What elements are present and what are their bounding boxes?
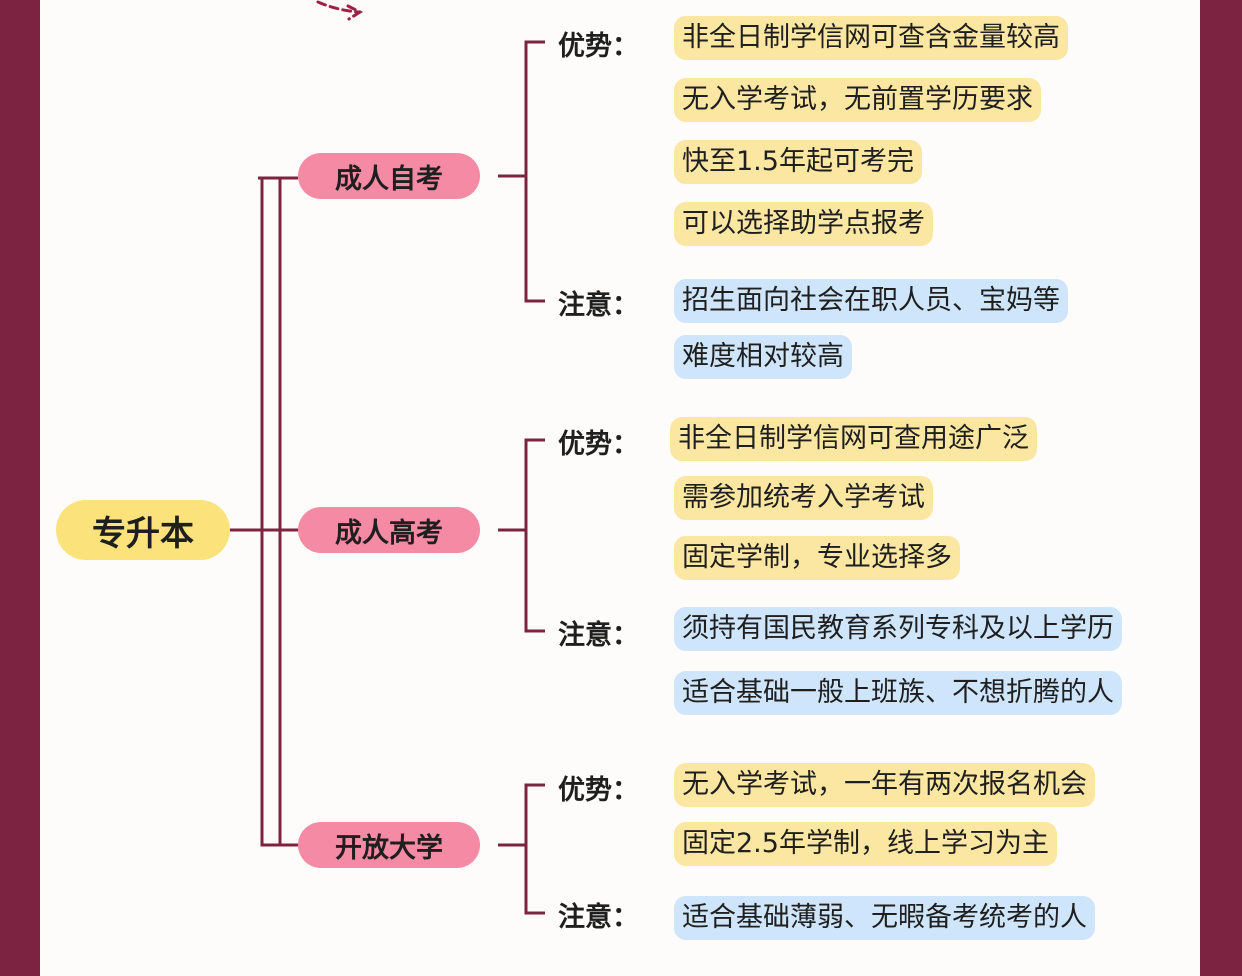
advantage-label: 优势： bbox=[558, 775, 639, 806]
branch3-bracket bbox=[524, 783, 545, 915]
note-item: 招生面向社会在职人员、宝妈等 bbox=[674, 279, 1068, 323]
branch-node-adult-exam: 成人高考 bbox=[298, 507, 480, 553]
advantage-item: 非全日制学信网可查含金量较高 bbox=[674, 16, 1068, 60]
note-label: 注意： bbox=[558, 620, 639, 651]
note-item: 适合基础一般上班族、不想折腾的人 bbox=[674, 671, 1122, 715]
note-item: 适合基础薄弱、无暇备考统考的人 bbox=[674, 896, 1095, 940]
root-node: 专升本 bbox=[56, 500, 230, 560]
advantage-label: 优势： bbox=[558, 429, 639, 460]
branch-node-open-university: 开放大学 bbox=[298, 822, 480, 868]
advantage-item: 可以选择助学点报考 bbox=[674, 202, 933, 246]
advantage-item: 固定学制，专业选择多 bbox=[674, 536, 960, 580]
mind-map-canvas: 专升本 成人自考 成人高考 开放大学 优势： 非全日制学信网可查含金量较高 无入… bbox=[40, 0, 1200, 976]
root-bracket-caps bbox=[230, 176, 298, 847]
advantage-item: 固定2.5年学制，线上学习为主 bbox=[674, 822, 1057, 866]
advantage-label: 优势： bbox=[558, 31, 639, 62]
branch-node-self-study: 成人自考 bbox=[298, 153, 480, 199]
note-label: 注意： bbox=[558, 902, 639, 933]
advantage-item: 无入学考试，无前置学历要求 bbox=[674, 78, 1041, 122]
advantage-item: 快至1.5年起可考完 bbox=[674, 140, 922, 184]
advantage-item: 无入学考试，一年有两次报名机会 bbox=[674, 763, 1095, 807]
connector-lines bbox=[230, 0, 545, 915]
note-item: 难度相对较高 bbox=[674, 335, 852, 379]
branch1-bracket bbox=[524, 40, 545, 303]
advantage-item: 需参加统考入学考试 bbox=[674, 476, 933, 520]
branch2-bracket bbox=[524, 438, 545, 633]
advantage-item: 非全日制学信网可查用途广泛 bbox=[670, 417, 1037, 461]
note-label: 注意： bbox=[558, 290, 639, 321]
note-item: 须持有国民教育系列专科及以上学历 bbox=[674, 607, 1122, 651]
decorative-arrow bbox=[316, 0, 364, 21]
